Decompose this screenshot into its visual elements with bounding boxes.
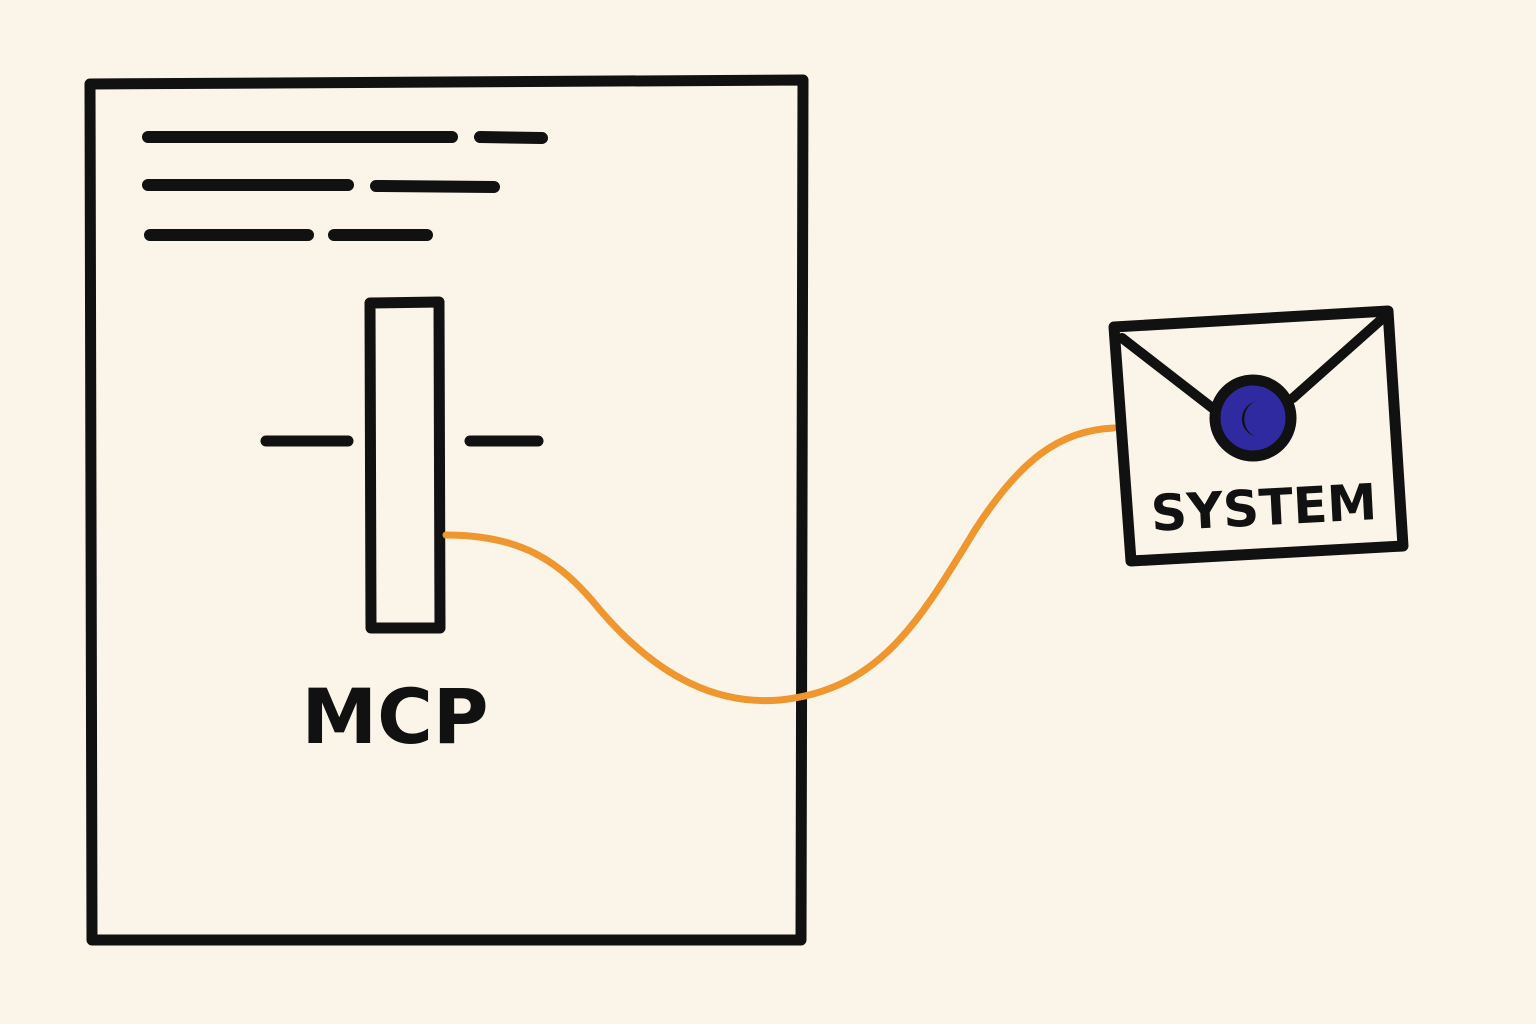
text-line	[370, 180, 500, 193]
document	[84, 74, 809, 946]
system-label: SYSTEM	[1149, 473, 1378, 543]
envelope	[1108, 305, 1409, 567]
text-line	[474, 131, 548, 144]
seal	[1209, 374, 1297, 462]
switch-icon	[260, 296, 544, 634]
mcp-label: MCP	[301, 672, 488, 761]
envelope-flap	[1117, 313, 1388, 415]
connector-line	[442, 424, 1118, 705]
envelope-border	[1108, 305, 1409, 567]
text-lines	[142, 131, 548, 241]
document-border	[84, 74, 809, 946]
